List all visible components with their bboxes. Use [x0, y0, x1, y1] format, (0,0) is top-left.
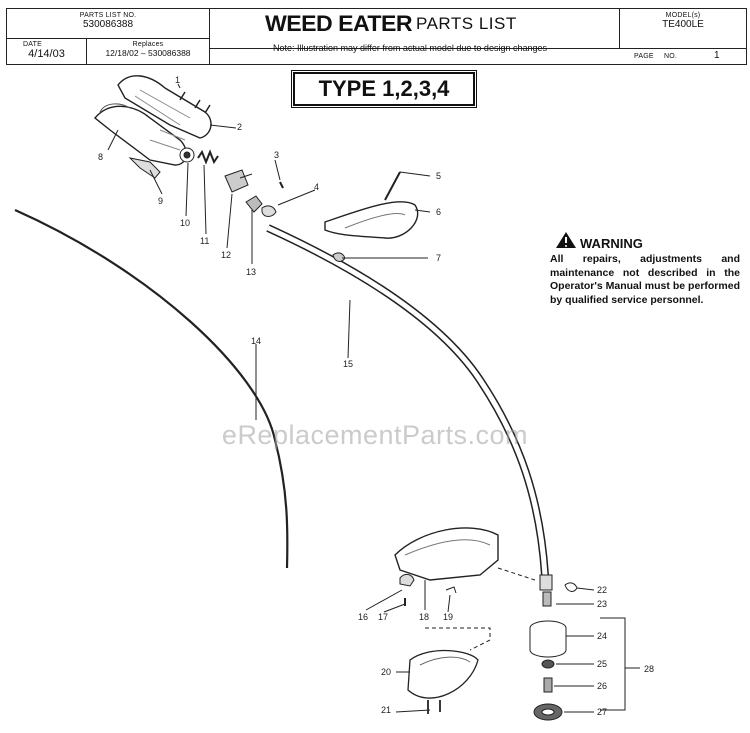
callout-23: 23 [597, 599, 607, 609]
page-number: 1 [714, 50, 720, 61]
callout-10: 10 [180, 218, 190, 228]
watermark: eReplacementParts.com [221, 420, 529, 450]
callout-7: 7 [436, 253, 441, 263]
warning-body: All repairs, adjustments and maintenance… [550, 253, 740, 306]
callout-19: 19 [443, 612, 453, 622]
callout-3: 3 [274, 150, 279, 160]
callout-9: 9 [158, 196, 163, 206]
replaces-cell: Replaces 12/18/02 – 530086388 [87, 39, 210, 64]
callout-15: 15 [343, 359, 353, 369]
warning-title: WARNING [580, 236, 643, 251]
date-label: DATE [23, 41, 42, 48]
callout-21: 21 [381, 705, 391, 715]
header-note: Note: Illustration may differ from actua… [273, 43, 547, 53]
header-title: PARTS LIST [416, 14, 517, 33]
parts-list-no-cell: PARTS LIST NO. 530086388 [7, 9, 210, 39]
replaces-label: Replaces [132, 41, 164, 48]
type-box: TYPE 1,2,3,4 [293, 72, 475, 106]
date-value: 4/14/03 [28, 48, 65, 60]
trigger-part [128, 157, 161, 179]
replaces-value: 12/18/02 – 530086388 [105, 48, 191, 58]
callout-18: 18 [419, 612, 429, 622]
debris-shield [394, 527, 499, 581]
callout-27: 27 [597, 707, 607, 717]
callout-16: 16 [358, 612, 368, 622]
callout-20: 20 [381, 667, 391, 677]
header-block: PARTS LIST NO. 530086388 DATE 4/14/03 Re… [6, 8, 747, 65]
callout-6: 6 [436, 207, 441, 217]
drive-tube [266, 224, 549, 576]
callout-12: 12 [221, 250, 231, 260]
callout-8: 8 [98, 152, 103, 162]
page-label: PAGE [634, 53, 654, 60]
callout-14: 14 [251, 336, 261, 346]
callout-5: 5 [436, 171, 441, 181]
date-cell: DATE 4/14/03 [7, 39, 87, 64]
callout-2: 2 [237, 122, 242, 132]
callout-13: 13 [246, 267, 256, 277]
model-value: TE400LE [662, 19, 704, 30]
brand-logo: WEED EATER [265, 11, 413, 36]
loop-handle [324, 201, 419, 239]
callout-1: 1 [175, 75, 180, 85]
model-cell: MODEL(s) TE400LE [620, 9, 746, 49]
callout-26: 26 [597, 681, 607, 691]
callout-25: 25 [597, 659, 607, 669]
callout-11: 11 [200, 236, 209, 246]
callout-4: 4 [314, 182, 319, 192]
page-cell: PAGE NO. 1 [620, 49, 746, 64]
parts-list-no: 530086388 [82, 19, 134, 30]
warning-triangle-icon [556, 232, 576, 248]
callout-22: 22 [597, 585, 607, 595]
handle-half-left [94, 105, 187, 166]
model-label: MODEL(s) [665, 12, 701, 19]
title-cell [210, 9, 620, 49]
no-label: NO. [664, 53, 678, 60]
flex-drive-shaft [14, 208, 289, 569]
callout-24: 24 [597, 631, 607, 641]
callout-17: 17 [378, 612, 388, 622]
callout-28: 28 [644, 664, 654, 674]
parts-list-no-label: PARTS LIST NO. [79, 12, 137, 19]
